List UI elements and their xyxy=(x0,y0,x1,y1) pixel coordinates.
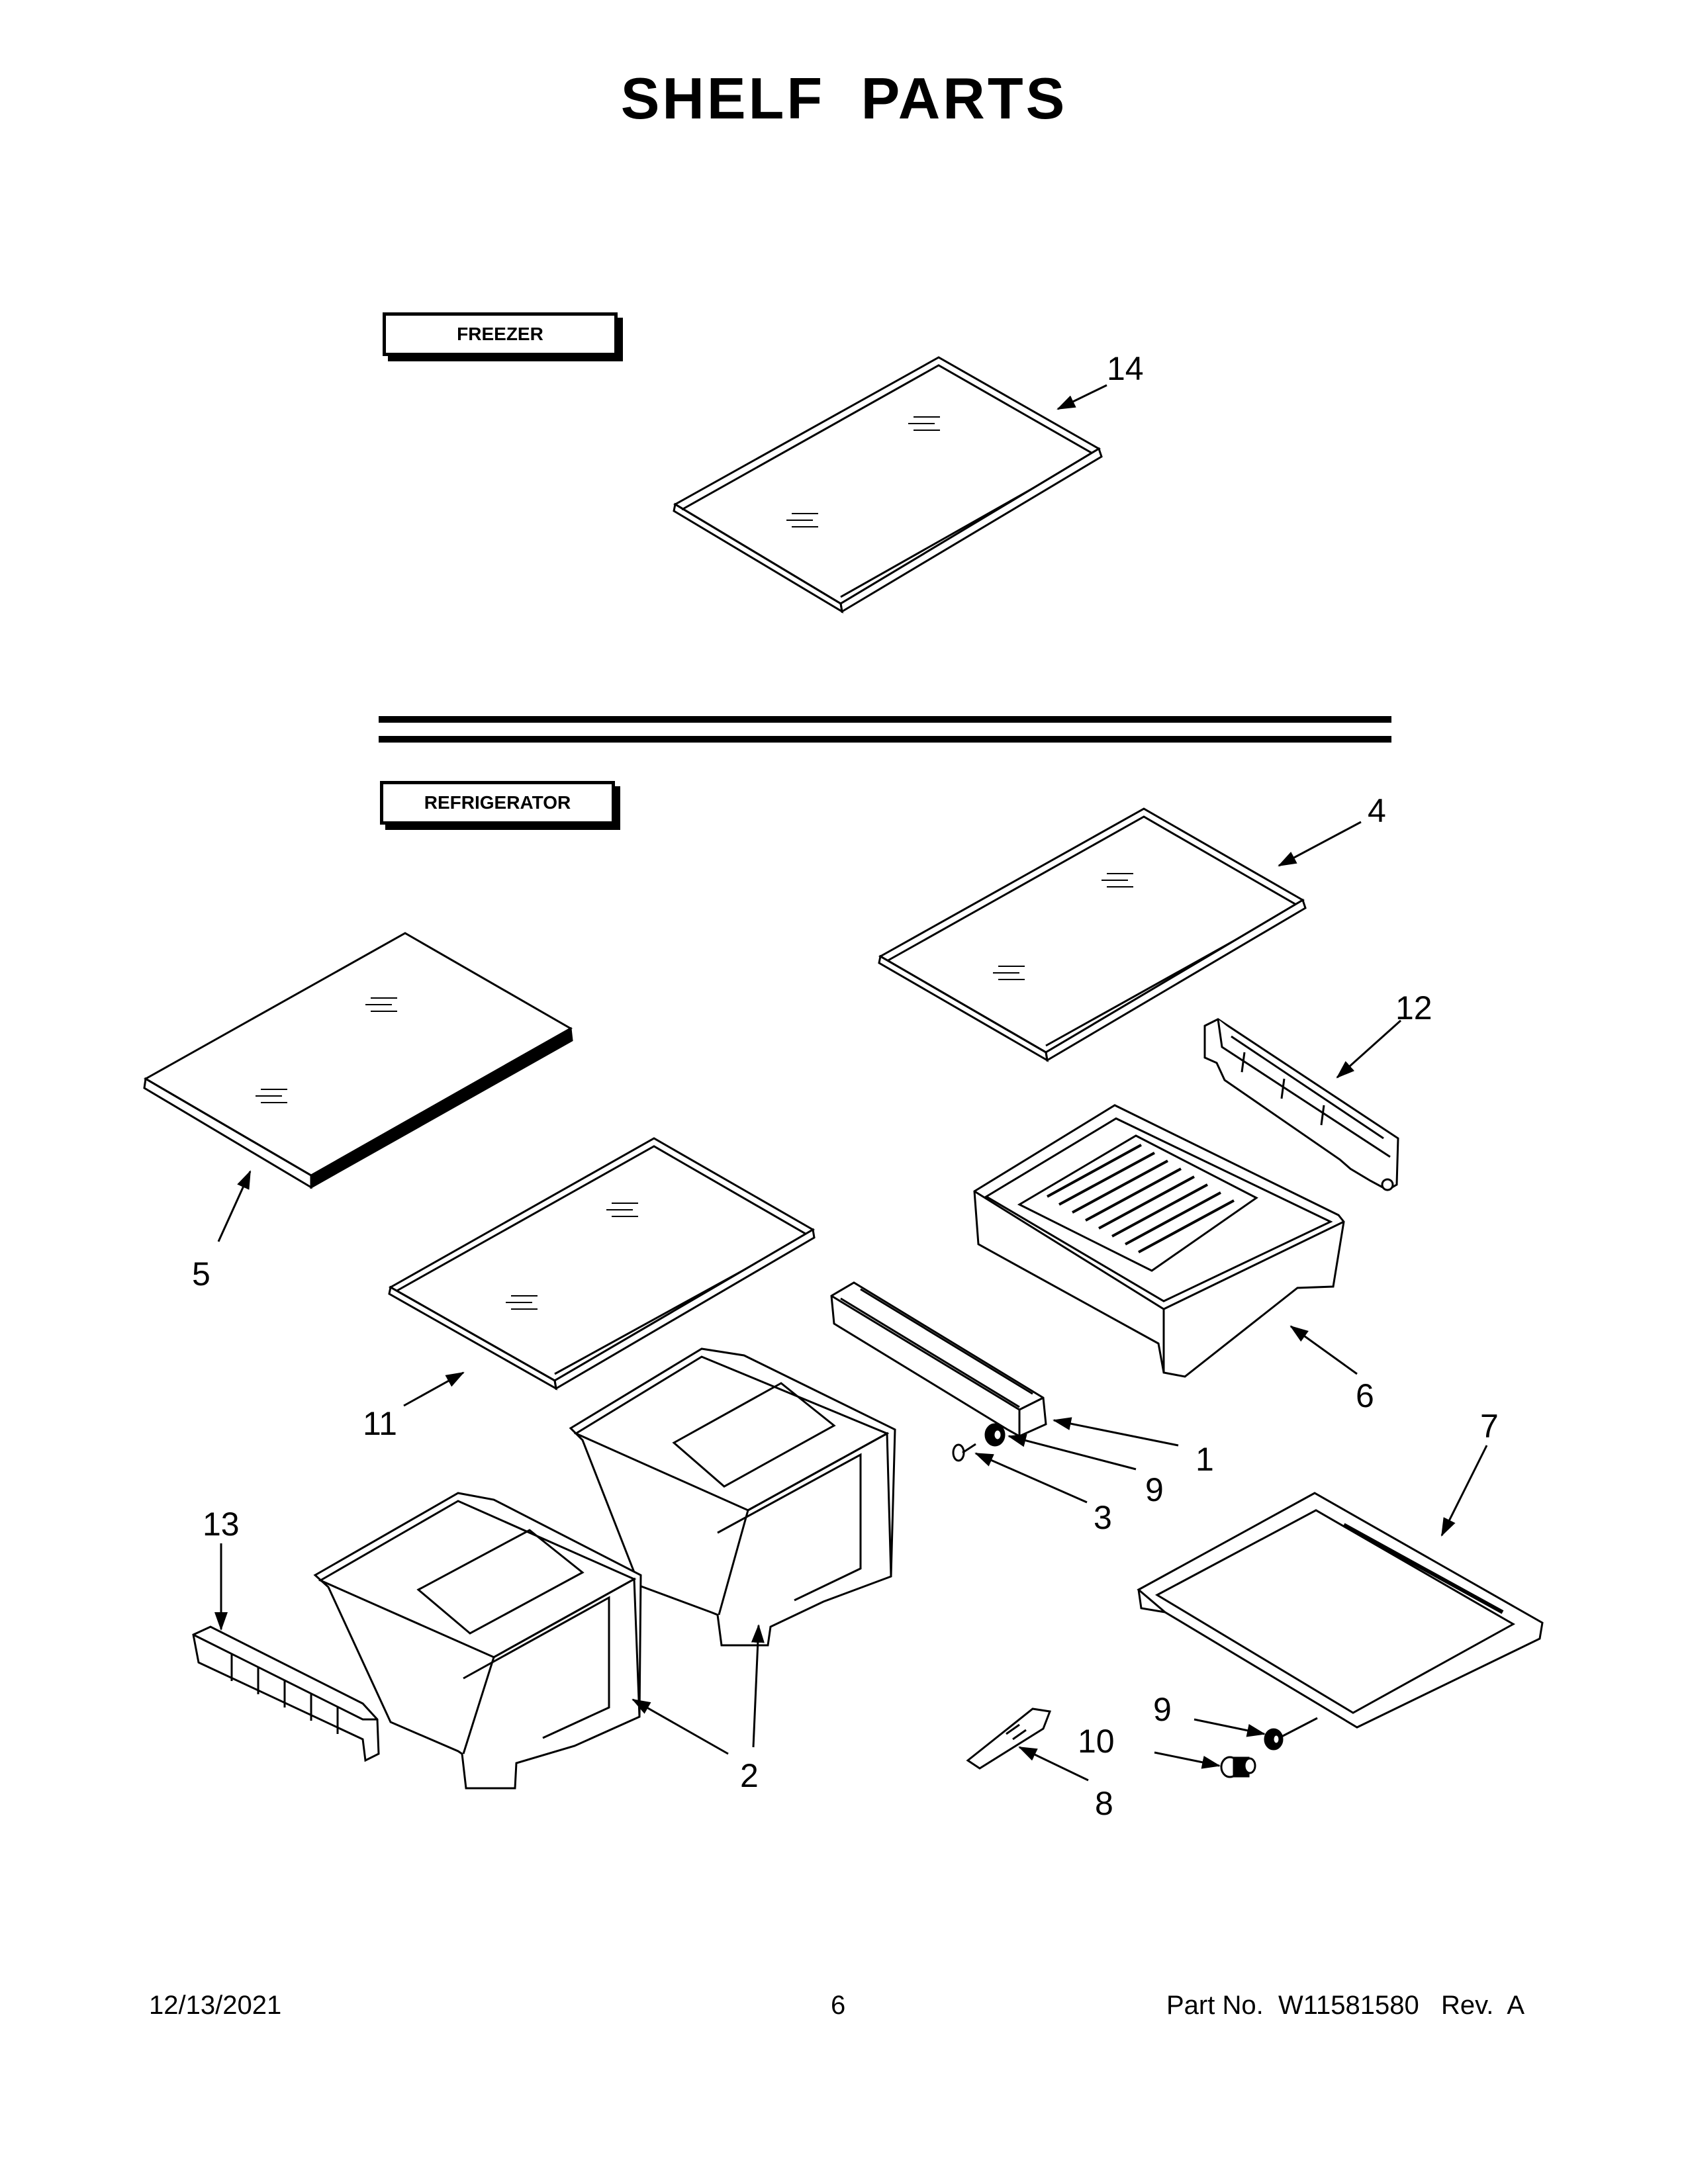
section-divider xyxy=(379,716,1391,743)
part-11-glass-shelf xyxy=(388,1137,816,1390)
part-12-slide-rail xyxy=(1203,1018,1399,1191)
part-9-wheel-lower xyxy=(1264,1717,1318,1751)
part-10-bushing xyxy=(1220,1756,1256,1778)
callout-9-upper: 9 xyxy=(1145,1471,1164,1508)
freezer-section-label: FREEZER xyxy=(383,312,618,356)
page-title: SHELF PARTS xyxy=(620,66,1068,131)
callout-9-lower: 9 xyxy=(1153,1691,1172,1728)
part-1-drawer-rail xyxy=(830,1281,1047,1437)
part-9-wheel-upper xyxy=(984,1423,1006,1447)
callout-2: 2 xyxy=(740,1757,759,1794)
callout-14: 14 xyxy=(1107,350,1144,387)
part-3-screw xyxy=(952,1443,976,1462)
callout-12: 12 xyxy=(1395,989,1432,1026)
part-4-glass-shelf xyxy=(878,807,1307,1062)
part-5-glass-shelf xyxy=(143,932,573,1189)
refrigerator-section-label: REFRIGERATOR xyxy=(380,781,615,825)
part-6-pan-drawer xyxy=(973,1104,1345,1378)
part-7-crisper-cover xyxy=(1137,1492,1544,1729)
part-13-crisper-bracket xyxy=(192,1625,380,1762)
callout-6: 6 xyxy=(1356,1377,1374,1414)
part-2-crisper-front xyxy=(313,1492,642,1790)
callout-7: 7 xyxy=(1480,1408,1499,1445)
footer-page-number: 6 xyxy=(831,1991,846,2020)
callout-10: 10 xyxy=(1078,1723,1115,1760)
callout-4: 4 xyxy=(1368,792,1386,829)
refrigerator-label-text: REFRIGERATOR xyxy=(424,792,571,813)
leader-arrows xyxy=(214,384,1488,1782)
footer-part-number: Part No. W11581580 Rev. A xyxy=(1166,1991,1525,2020)
part-8-clip xyxy=(966,1707,1052,1770)
part-2-crisper-back xyxy=(569,1347,896,1647)
callout-8: 8 xyxy=(1095,1785,1113,1822)
callout-3: 3 xyxy=(1094,1499,1112,1536)
callout-5: 5 xyxy=(192,1255,211,1293)
part-14-freezer-shelf xyxy=(673,356,1103,614)
callout-1: 1 xyxy=(1196,1441,1214,1478)
callout-11: 11 xyxy=(363,1405,397,1442)
freezer-label-text: FREEZER xyxy=(457,324,543,344)
footer-date: 12/13/2021 xyxy=(149,1991,282,2020)
callout-13: 13 xyxy=(203,1506,240,1543)
